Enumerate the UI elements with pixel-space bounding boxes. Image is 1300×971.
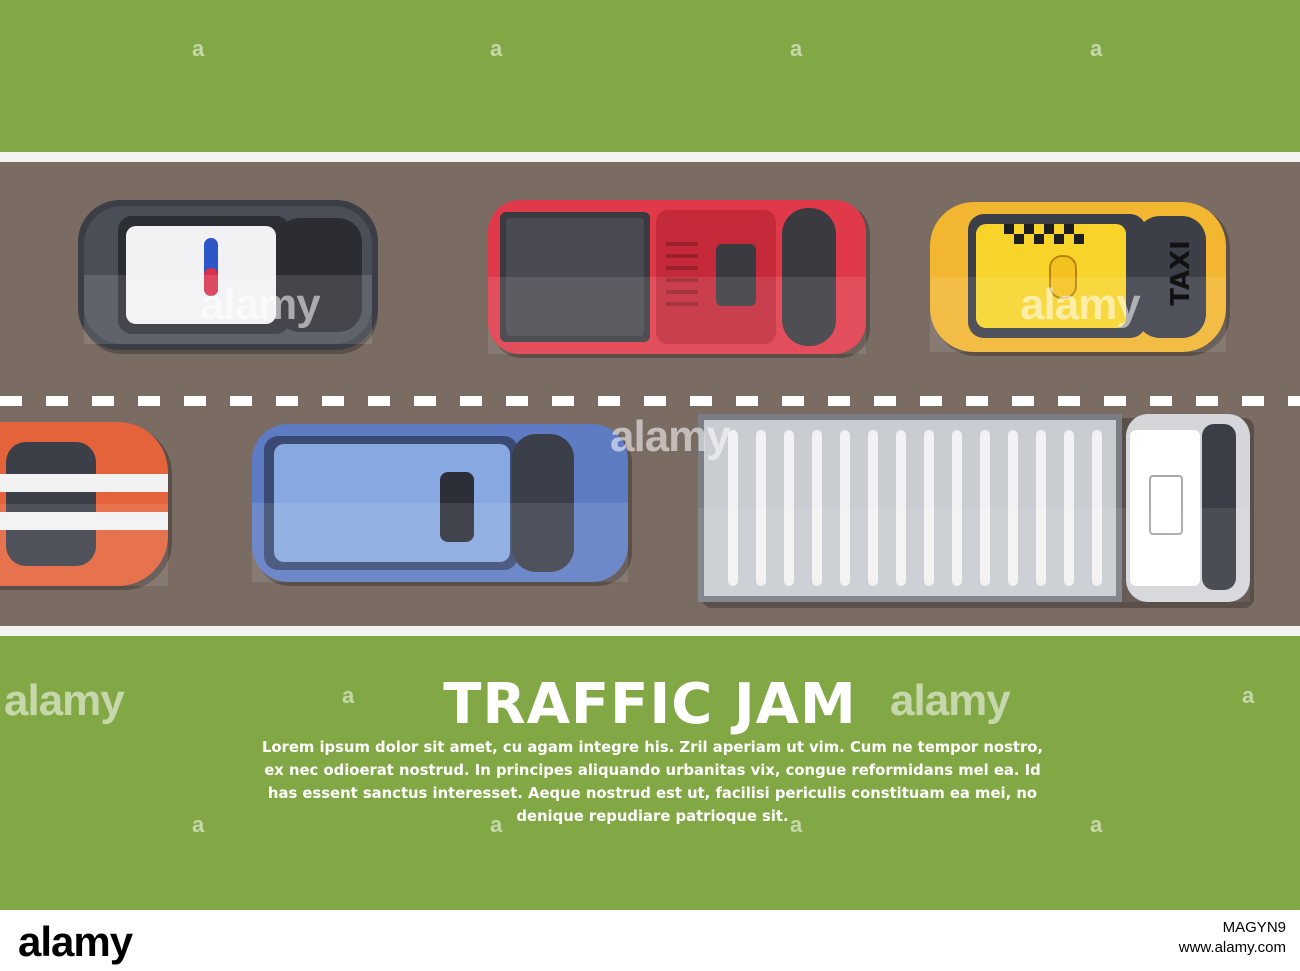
lane-divider — [0, 396, 1300, 406]
watermark: alamy — [4, 676, 125, 725]
taxi-sign-label: TAXI — [1165, 240, 1196, 306]
traffic-scene: TAXI — [0, 0, 1300, 910]
watermark-letter: a — [192, 812, 205, 837]
police-car — [78, 196, 390, 356]
suv — [252, 420, 634, 588]
watermark-letter: a — [1090, 36, 1103, 61]
description-line: has essent sanctus interesset. Aeque nos… — [267, 785, 1038, 802]
watermark-letter: a — [790, 36, 803, 61]
road-edge-top — [0, 152, 1300, 162]
watermark-letter: a — [790, 812, 803, 837]
site-url: www.alamy.com — [1178, 939, 1286, 956]
sports-car — [0, 416, 176, 592]
pickup-truck — [488, 196, 872, 360]
cargo-truck — [698, 400, 1260, 610]
description-text: Lorem ipsum dolor sit amet, cu agam inte… — [230, 736, 1075, 828]
watermark: alamy — [890, 676, 1011, 725]
watermark-letter: a — [1242, 683, 1255, 708]
description-line: Lorem ipsum dolor sit amet, cu agam inte… — [261, 739, 1044, 756]
footer-bar: alamy MAGYN9 www.alamy.com — [0, 910, 1300, 971]
image-id: MAGYN9 — [1222, 919, 1286, 936]
watermark: alamy — [200, 280, 321, 329]
watermark-letter: a — [490, 812, 503, 837]
description-line: denique repudiare patrioque sit. — [516, 808, 789, 825]
road-edge-bottom — [0, 626, 1300, 636]
footer-logo: alamy — [18, 918, 133, 965]
description-line: ex nec odioerat nostrud. In principes al… — [264, 762, 1041, 779]
watermark-letter: a — [490, 36, 503, 61]
taxi: TAXI — [930, 198, 1232, 358]
footer-credit: MAGYN9 www.alamy.com — [1179, 918, 1286, 958]
watermark-letter: a — [342, 683, 355, 708]
watermark: alamy — [610, 412, 731, 461]
page-title: TRAFFIC JAM — [443, 672, 857, 737]
watermark-letter: a — [1090, 812, 1103, 837]
watermark: alamy — [1020, 280, 1141, 329]
watermark-letter: a — [192, 36, 205, 61]
